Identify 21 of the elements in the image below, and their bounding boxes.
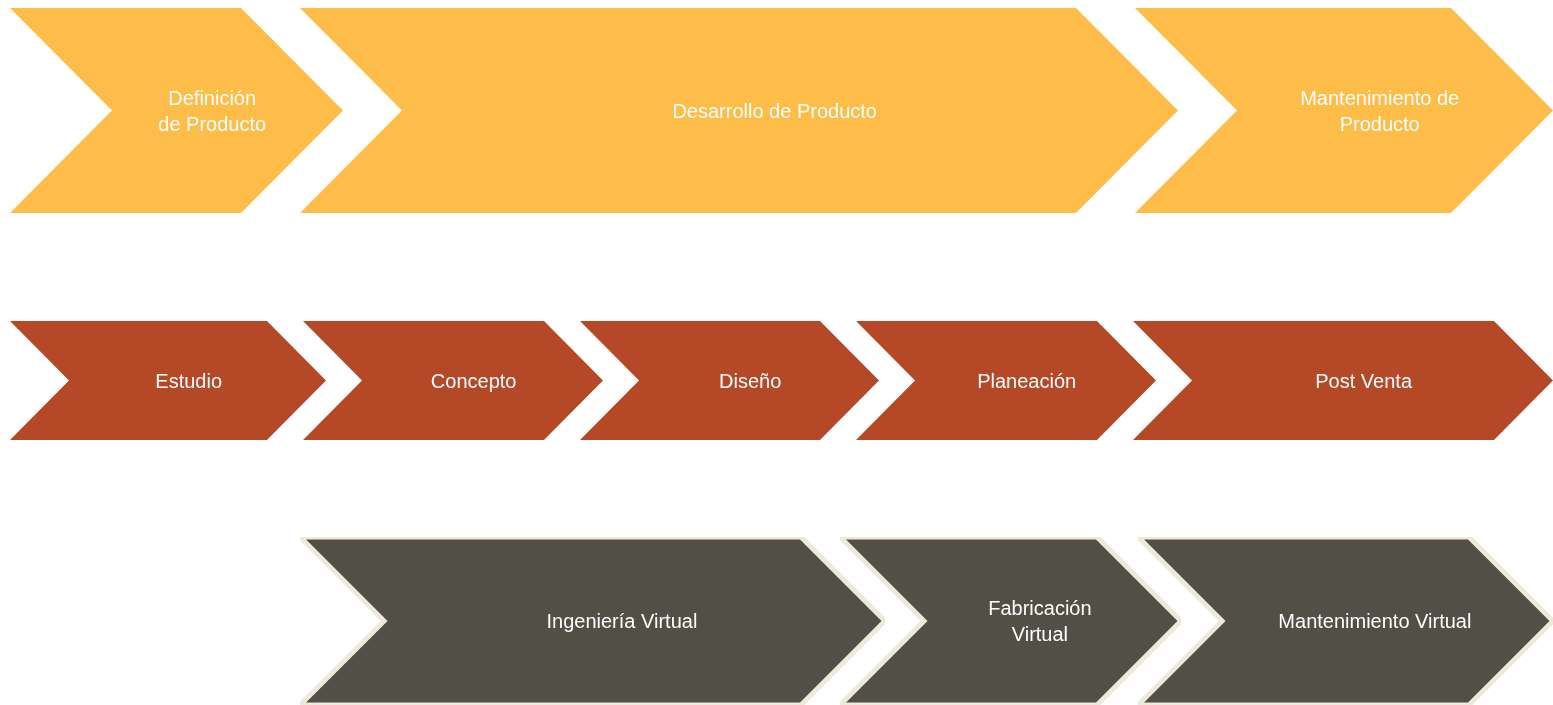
process-step [1133,321,1553,440]
step-label: Concepto [430,368,517,394]
process-step [840,537,1181,705]
step-label: Fabricación Virtual [987,596,1093,647]
process-step [580,321,879,440]
process-step [10,321,326,440]
step-label: Estudio [155,368,222,394]
step-label: Planeación [977,368,1077,394]
process-step [300,537,885,705]
process-step [856,321,1156,440]
step-label: Desarrollo de Producto [672,98,877,124]
process-step [1138,537,1553,705]
step-label: Mantenimiento de Producto [1299,85,1461,137]
process-step [303,321,603,440]
step-label: Definición de Producto [157,85,268,137]
step-label: Diseño [719,368,782,394]
step-label: Ingeniería Virtual [546,609,698,634]
process-step [1135,8,1553,213]
step-label: Post Venta [1315,368,1413,394]
process-step [10,8,343,213]
step-label: Mantenimiento Virtual [1278,609,1472,634]
